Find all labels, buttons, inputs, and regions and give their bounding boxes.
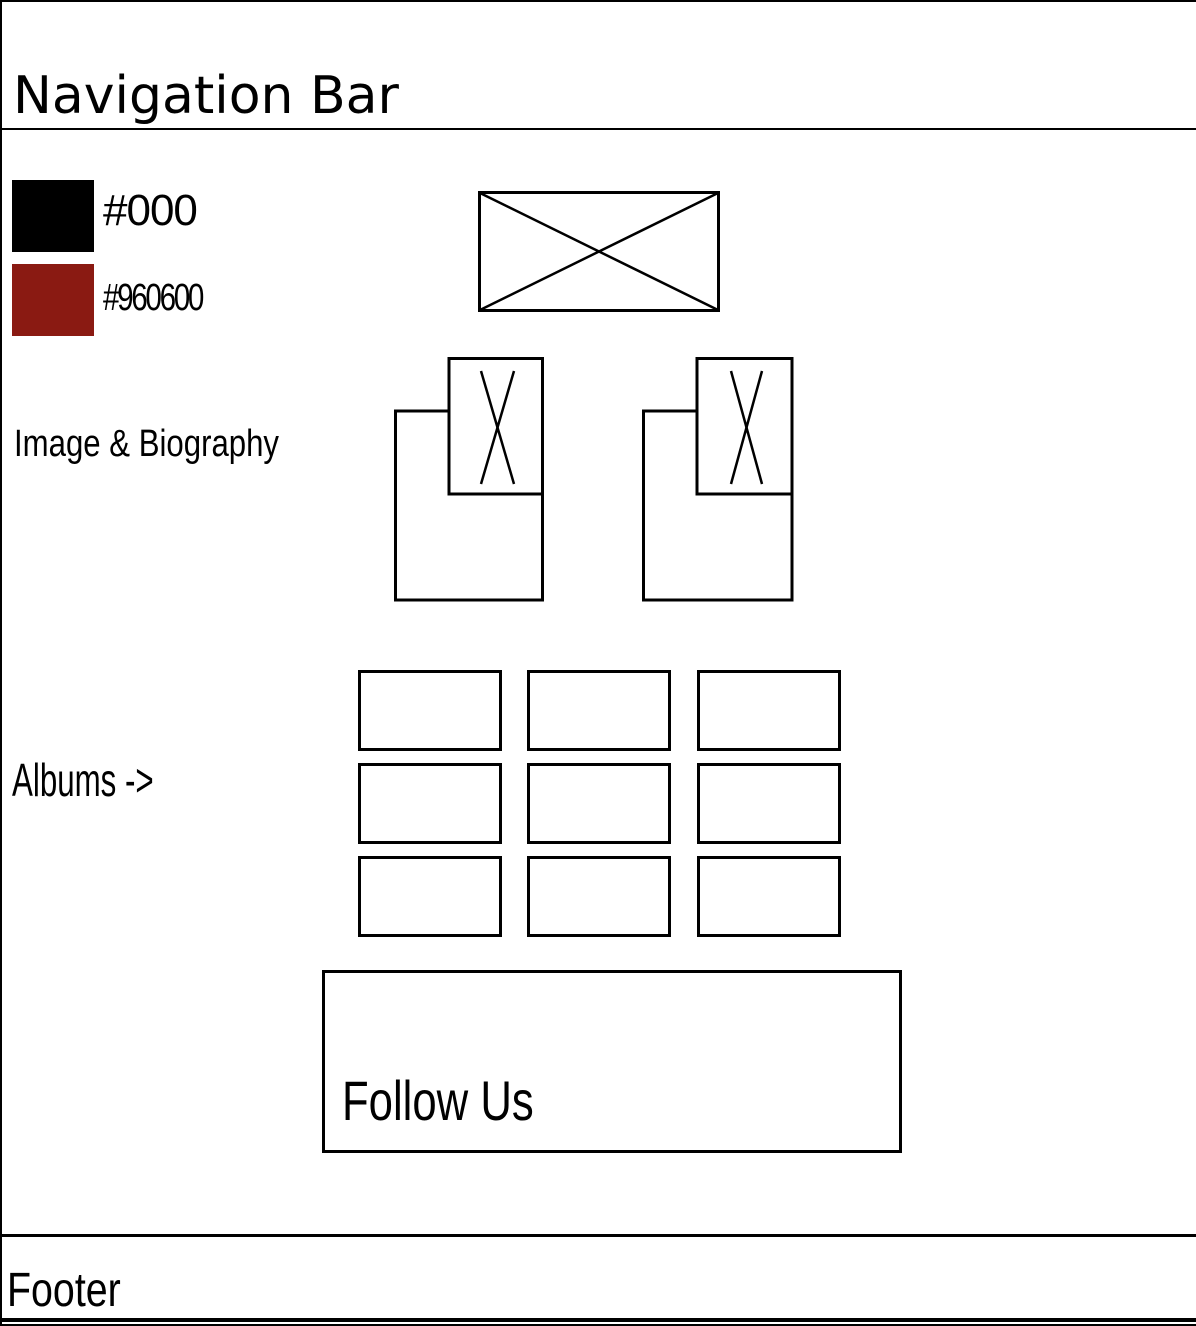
album-tile[interactable]	[527, 763, 671, 844]
follow-us-label: Follow Us	[342, 1069, 534, 1132]
bio-card-2	[642, 357, 794, 602]
color-swatch-red	[12, 264, 94, 336]
album-tile[interactable]	[697, 763, 841, 844]
album-tile[interactable]	[358, 763, 502, 844]
album-tile[interactable]	[527, 670, 671, 751]
bio-card-1	[394, 357, 544, 602]
color-label-red: #960600	[103, 277, 204, 319]
album-tile[interactable]	[527, 856, 671, 937]
color-swatch-black	[12, 180, 94, 252]
footer: Footer	[0, 1234, 1196, 1324]
album-tile[interactable]	[358, 670, 502, 751]
album-tile[interactable]	[697, 670, 841, 751]
color-label-black: #000	[103, 186, 198, 235]
album-tile[interactable]	[697, 856, 841, 937]
hero-image-placeholder	[478, 191, 720, 312]
image-biography-label: Image & Biography	[14, 423, 280, 465]
album-tile[interactable]	[358, 856, 502, 937]
follow-us-box[interactable]: Follow Us	[322, 970, 902, 1153]
navigation-bar-label: Navigation Bar	[13, 66, 399, 126]
albums-label: Albums ->	[12, 754, 154, 806]
navigation-bar: Navigation Bar	[0, 0, 1196, 130]
footer-bottom-border	[0, 1318, 1196, 1322]
footer-label: Footer	[7, 1264, 121, 1317]
